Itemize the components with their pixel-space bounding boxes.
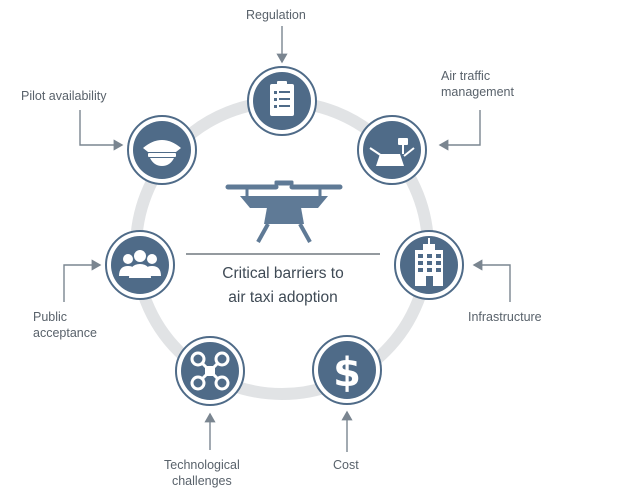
label-public: Public acceptance [33, 309, 97, 341]
label-technological-line1: Technological [164, 458, 240, 472]
center-title-line2: air taxi adoption [228, 289, 338, 306]
label-public-line1: Public [33, 310, 68, 324]
label-cost: Cost [333, 458, 359, 472]
pilot-cap-icon [143, 140, 181, 166]
arrow-pilot [79, 110, 124, 151]
people-icon [119, 250, 161, 278]
label-air-traffic-line1: Air traffic [441, 69, 491, 83]
arrow-air-traffic [438, 110, 481, 151]
node-regulation [247, 66, 317, 136]
node-air-traffic [357, 115, 427, 185]
clipboard-checklist-icon [270, 81, 294, 116]
node-pilot [127, 115, 197, 185]
label-air-traffic-line2: management [441, 85, 514, 99]
label-infrastructure: Infrastructure [468, 310, 542, 324]
node-public [105, 230, 175, 300]
control-tower-console-icon [369, 138, 415, 166]
label-air-traffic: Air traffic management [441, 68, 514, 100]
label-public-line2: acceptance [33, 326, 97, 340]
label-technological: Technological challenges [164, 457, 240, 489]
label-technological-line2: challenges [171, 474, 232, 488]
label-regulation: Regulation [246, 8, 306, 22]
arrow-infrastructure [472, 259, 511, 302]
node-infrastructure [394, 230, 464, 300]
drone-icon [190, 351, 230, 391]
center-title: Critical barriers to air taxi adoption [186, 262, 380, 310]
center-title-line1: Critical barriers to [222, 265, 344, 282]
dollar-icon: $ [333, 350, 361, 396]
arrows [63, 26, 511, 452]
air-taxi-icon [225, 180, 343, 243]
node-technological [175, 336, 245, 406]
label-pilot: Pilot availability [21, 89, 107, 103]
node-cost: $ [312, 335, 382, 405]
arrow-public [63, 259, 102, 302]
building-icon [415, 238, 443, 286]
